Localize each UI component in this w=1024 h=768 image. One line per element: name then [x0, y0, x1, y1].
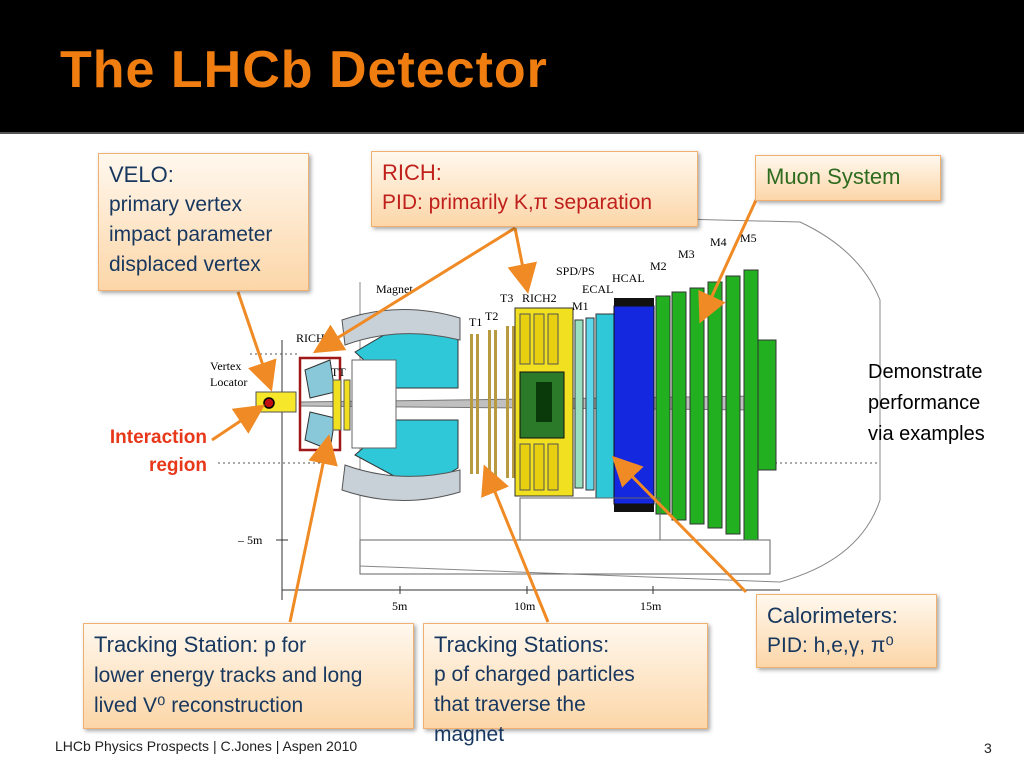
spd-ps — [585, 317, 595, 491]
label-spdps: SPD/PS — [556, 264, 595, 278]
interaction-region-line-2: region — [148, 455, 207, 476]
calorimeters-callout: Calorimeters: PID: h,e,γ, π⁰ — [756, 594, 937, 668]
tracking-station-callout: Tracking Station: p for lower energy tra… — [83, 623, 414, 729]
rich-line: PID: primarily K,π separation — [382, 191, 653, 214]
arrow-muon — [698, 199, 758, 324]
title-bar — [0, 0, 1024, 132]
label-m5: M5 — [740, 231, 757, 245]
arrow-velo — [236, 291, 277, 392]
velo-line-3: displaced vertex — [109, 253, 261, 276]
tracking-stations-line-1: p of charged particles — [434, 663, 635, 686]
tt-station-2 — [343, 379, 351, 431]
velo-callout: VELO: primary vertex impact parameter di… — [98, 153, 309, 291]
arrow-interaction — [211, 404, 265, 442]
side-note-line-3: via examples — [868, 423, 985, 445]
ecal — [595, 313, 615, 499]
velo-line-2: impact parameter — [109, 223, 273, 246]
label-m2: M2 — [650, 259, 667, 273]
arrow-calorimeters — [611, 455, 748, 594]
support-base — [359, 539, 771, 575]
velo-line-1: primary vertex — [109, 193, 243, 216]
hcal-top-shield — [614, 298, 654, 306]
label-vertex: Vertex — [210, 359, 241, 373]
label-locator: Locator — [210, 375, 247, 389]
tracking-stations-line-2: that traverse the — [434, 693, 586, 716]
label-t2: T2 — [485, 309, 498, 323]
calorimeters-heading: Calorimeters: — [767, 603, 898, 628]
velo-box — [255, 391, 297, 413]
label-m1: M1 — [572, 299, 589, 313]
arrow-rich-to-rich1 — [312, 226, 516, 354]
rich2 — [514, 307, 574, 497]
magnet-yoke — [341, 309, 461, 501]
label-magnet: Magnet — [376, 282, 413, 296]
slide-footer: LHCb Physics Prospects | C.Jones | Aspen… — [55, 738, 358, 754]
muon-callout: Muon System — [755, 155, 941, 201]
label-10m: 10m — [514, 599, 536, 613]
tracking-stations-line-3: magnet — [434, 723, 505, 746]
velo-heading: VELO: — [109, 162, 174, 187]
label-t1: T1 — [469, 315, 482, 329]
muon-text: Muon System — [766, 164, 901, 189]
interaction-point — [263, 397, 275, 409]
side-note: Demonstrate performance via examples — [868, 357, 985, 450]
label-rich1: RICH1 — [296, 331, 331, 345]
arrow-tracking-stations — [481, 464, 550, 623]
tracking-stations-heading: Tracking Stations: — [434, 632, 610, 657]
tt-station — [332, 379, 342, 431]
arrow-tracking-station — [288, 434, 338, 623]
tracking-station-heading: Tracking Station: — [94, 632, 259, 657]
arrow-rich-to-rich2 — [507, 227, 538, 294]
page-number: 3 — [984, 740, 992, 756]
m1-station — [574, 319, 584, 489]
slide-title: The LHCb Detector — [60, 41, 548, 99]
hcal-bottom-shield — [614, 504, 654, 512]
label-m4: M4 — [710, 235, 727, 249]
label-minus5m: – 5m — [237, 533, 263, 547]
label-hcal: HCAL — [612, 271, 645, 285]
interaction-region-line-1: Interaction — [109, 427, 207, 448]
rich-callout: RICH: PID: primarily K,π separation — [371, 151, 698, 227]
tracking-station-line-1: p for — [258, 634, 307, 657]
rich1-mirror-bottom — [304, 411, 336, 451]
rich-heading: RICH: — [382, 160, 442, 185]
tracking-station-line-2: lower energy tracks and long — [94, 664, 363, 687]
side-note-line-1: Demonstrate — [868, 361, 983, 383]
hcal — [613, 305, 655, 505]
title-rule — [0, 132, 1024, 134]
label-5m: 5m — [392, 599, 408, 613]
label-t3: T3 — [500, 291, 513, 305]
callout-arrows — [211, 199, 758, 623]
interaction-region-label: Interaction region — [60, 424, 207, 480]
tracking-stations-t1-t3 — [470, 326, 515, 478]
side-note-line-2: performance — [868, 392, 981, 414]
label-15m: 15m — [640, 599, 662, 613]
muon-stations — [655, 269, 777, 541]
support-base-inner — [519, 497, 661, 541]
tracking-stations-callout: Tracking Stations: p of charged particle… — [423, 623, 708, 746]
calorimeters-line: PID: h,e,γ, π⁰ — [767, 634, 894, 657]
cavern-outline — [359, 217, 881, 583]
label-tt: TT — [331, 365, 346, 379]
label-ecal: ECAL — [582, 282, 613, 296]
label-rich2: RICH2 — [522, 291, 557, 305]
label-m3: M3 — [678, 247, 695, 261]
tracking-station-line-3: lived V⁰ reconstruction — [94, 694, 304, 717]
